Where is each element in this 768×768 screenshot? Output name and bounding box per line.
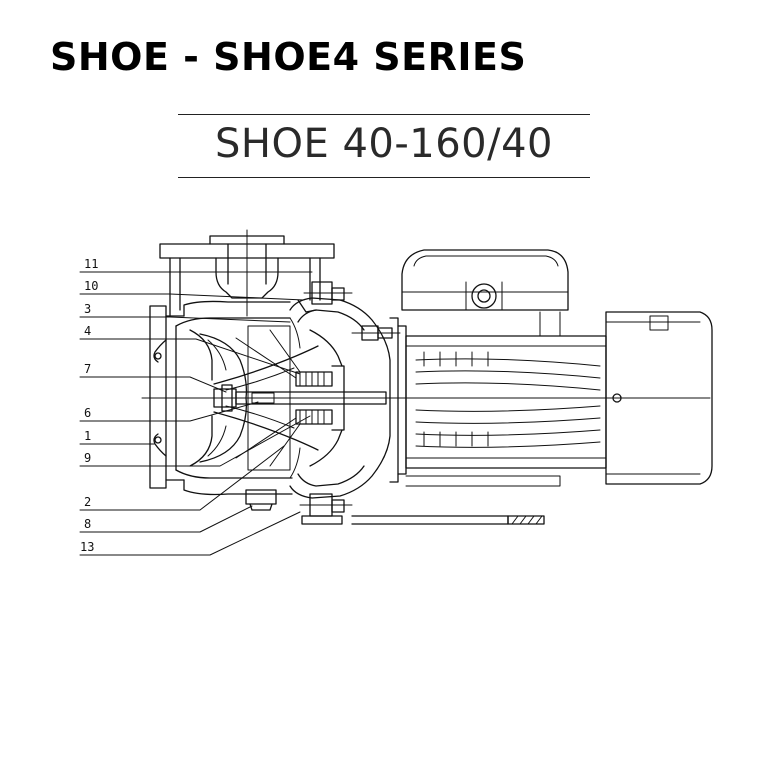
bracket [289, 297, 391, 499]
svg-text:2: 2 [84, 495, 91, 509]
label-11: 11 [79, 257, 313, 273]
label-1: 1 [79, 429, 155, 445]
svg-text:10: 10 [84, 279, 98, 293]
electric-motor [389, 311, 713, 487]
label-2: 2 [79, 445, 285, 511]
part-labels: 11 10 3 4 7 6 1 9 [79, 257, 313, 556]
label-3: 3 [79, 302, 291, 323]
bracket-bolt [351, 325, 401, 341]
label-9: 9 [79, 415, 311, 467]
svg-text:8: 8 [84, 517, 91, 531]
discharge-flange [159, 229, 335, 317]
label-10: 10 [79, 279, 305, 301]
label-13: 13 [79, 511, 301, 556]
base-foot [351, 515, 545, 525]
label-7: 7 [79, 362, 227, 393]
terminal-box [401, 249, 569, 311]
svg-text:1: 1 [84, 429, 91, 443]
svg-text:4: 4 [84, 324, 91, 338]
svg-text:6: 6 [84, 406, 91, 420]
label-6: 6 [79, 401, 259, 422]
top-bolt [297, 281, 353, 313]
shaft [213, 384, 387, 412]
bottom-bolt [299, 493, 353, 525]
svg-text:7: 7 [84, 362, 91, 376]
mechanical-seal [295, 365, 345, 431]
label-8: 8 [79, 505, 253, 533]
model-title: SHOE 40-160/40 [215, 121, 553, 167]
series-title: SHOE - SHOE4 SERIES [50, 35, 527, 79]
svg-text:3: 3 [84, 302, 91, 316]
label-4: 4 [79, 324, 301, 375]
svg-text:11: 11 [84, 257, 98, 271]
model-title-box: SHOE 40-160/40 [178, 114, 590, 178]
suction-flange [149, 305, 185, 489]
svg-text:13: 13 [80, 540, 94, 554]
svg-text:9: 9 [84, 451, 91, 465]
